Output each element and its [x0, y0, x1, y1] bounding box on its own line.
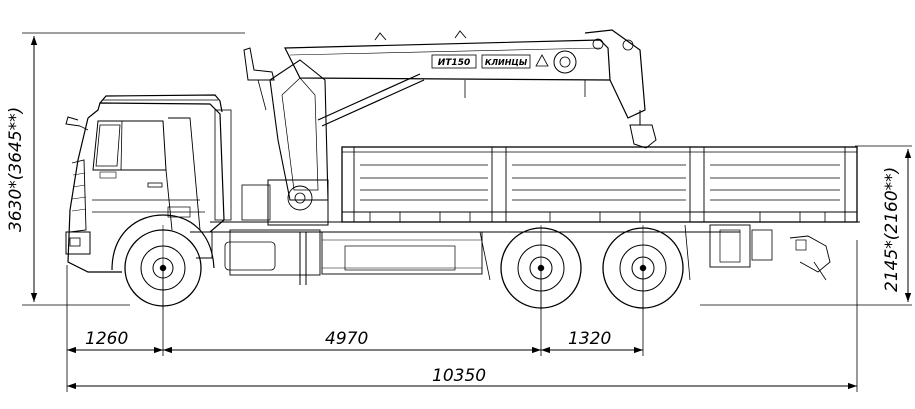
overall-length-label: 10350	[432, 366, 486, 386]
crane-boom	[284, 29, 657, 149]
crane-model-label: ИТ150	[438, 58, 470, 68]
overall-height-label: 3630*(3645**)	[6, 107, 26, 232]
rear-axle-spacing-label: 1320	[568, 329, 611, 349]
crane-model-plate: ИТ150	[431, 54, 477, 69]
chassis-frame	[210, 221, 860, 285]
length-dimensions: 1260 4970 1320 10350	[66, 240, 858, 392]
cargo-bed	[341, 146, 858, 223]
bed-height-label: 2145*(2160**)	[882, 167, 902, 292]
crane-column	[241, 47, 329, 226]
bed-height-dimension: 2145*(2160**)	[700, 145, 912, 306]
truck-cab	[65, 94, 232, 273]
crane-brand-label: КЛИНЦЫ	[485, 58, 528, 67]
overall-height-dimension: 3630*(3645**)	[6, 32, 245, 306]
axle-center-lines	[162, 225, 644, 310]
wheelbase-label: 4970	[325, 329, 368, 349]
crane-brand-plate: КЛИНЦЫ	[481, 54, 531, 69]
front-fender	[111, 214, 215, 271]
front-overhang-label: 1260	[85, 329, 128, 349]
